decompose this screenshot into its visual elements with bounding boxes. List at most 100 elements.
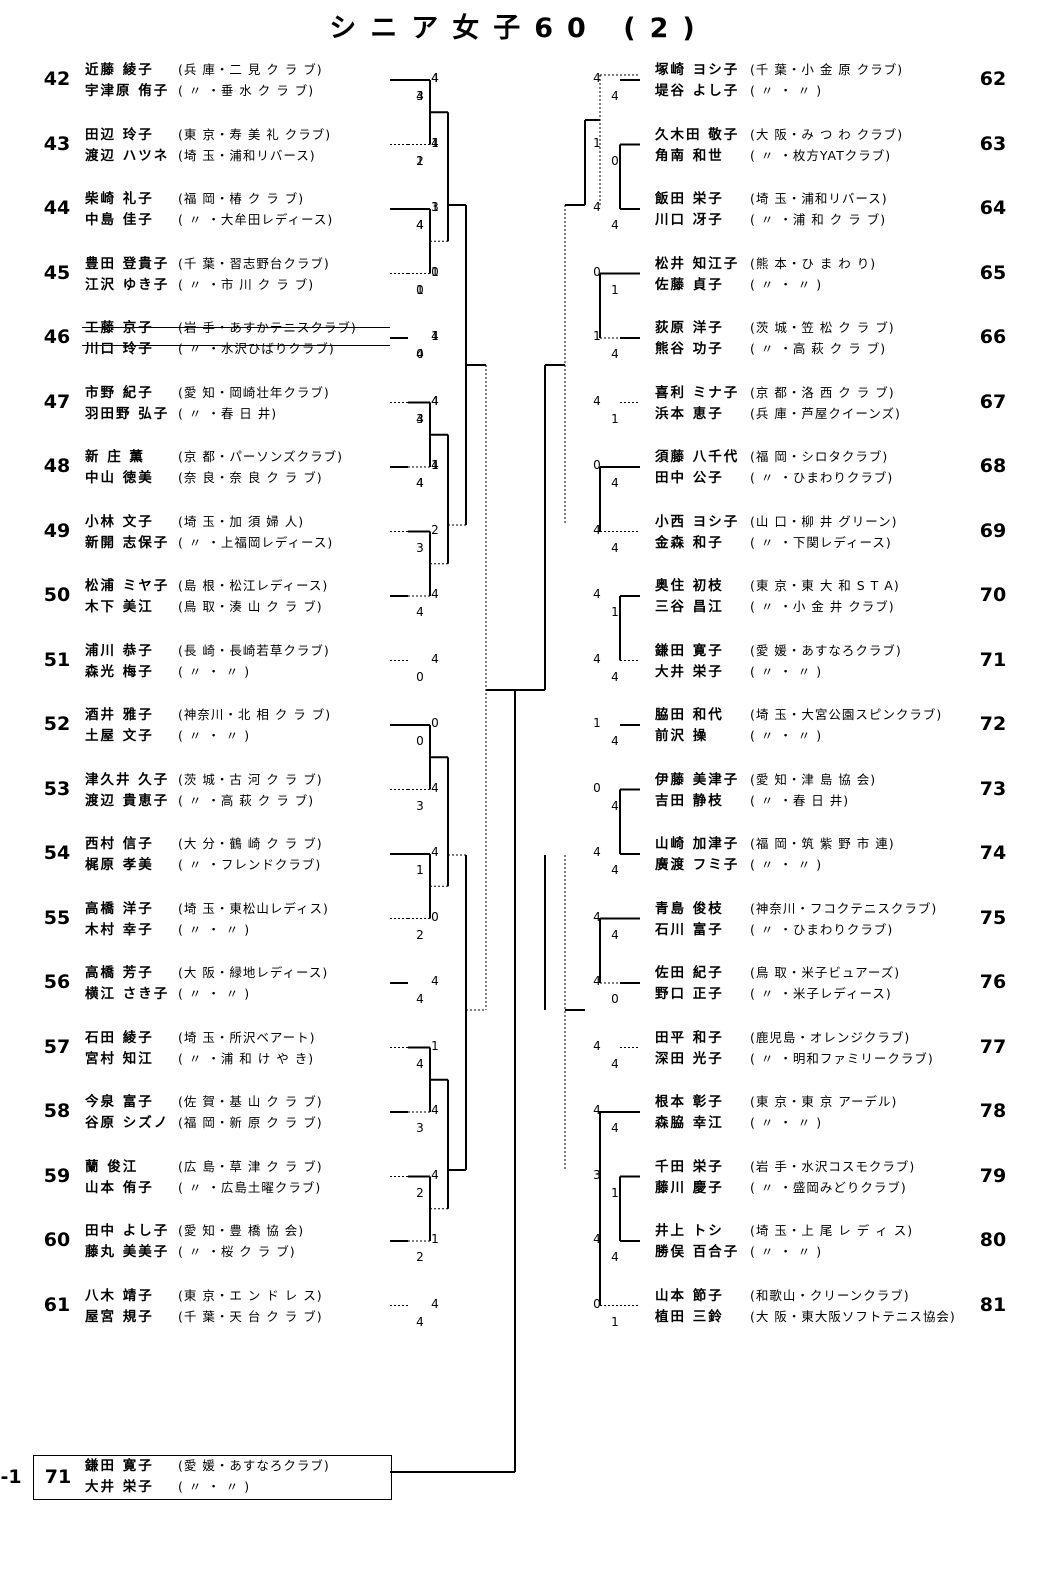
score-label: 2 [416, 1250, 424, 1264]
score-label: 4 [593, 909, 601, 924]
player-name: 横江 さき子 [85, 986, 170, 1002]
score-label: 0 [416, 669, 424, 684]
player-club: (東 京・東 大 和 S T A) [750, 578, 900, 593]
score-label: 0 [593, 458, 601, 472]
entry-number: 59 [43, 1164, 71, 1187]
player-club: (福 岡・筑 紫 野 市 連) [750, 836, 895, 851]
score-label: 4 [431, 393, 439, 408]
player-club: ( 〃 ・浦 和 け や き) [178, 1050, 315, 1066]
player-club: ( 〃 ・ 〃 ) [750, 83, 823, 98]
score-label: 4 [431, 135, 439, 150]
score-label: 4 [611, 89, 619, 103]
score-label: 4 [416, 476, 424, 490]
score-label: 4 [431, 587, 439, 601]
player-club: ( 〃 ・下関レディース) [750, 534, 892, 550]
player-club: (千 葉・小 金 原 クラブ) [750, 62, 904, 77]
player-club: (神奈川・北 相 ク ラ ブ) [178, 707, 332, 722]
player-club: (福 岡・新 原 ク ラ ブ) [178, 1115, 323, 1130]
score-label: 4 [611, 863, 619, 877]
player-name: 喜利 ミナ子 [655, 384, 740, 401]
player-club: (愛 知・津 島 協 会) [750, 771, 877, 787]
score-label: 2 [431, 522, 439, 537]
player-club: (千 葉・習志野台クラブ) [178, 255, 330, 271]
score-label: 1 [431, 1232, 439, 1246]
score-label: 0 [431, 264, 439, 279]
score-label: 0 [593, 264, 601, 279]
player-name: 浜本 恵子 [655, 405, 724, 422]
champion-prefix: -1 [0, 1466, 22, 1488]
champion-name: 鎌田 寛子 [85, 1458, 154, 1474]
entry-number: 76 [979, 971, 1007, 993]
player-name: 西村 信子 [85, 836, 154, 852]
score-label: 1 [431, 458, 439, 472]
player-name: 屋宮 規子 [85, 1308, 154, 1325]
player-name: 蘭 俊江 [85, 1158, 139, 1175]
score-label: 1 [416, 153, 424, 168]
player-name: 熊谷 功子 [655, 341, 724, 357]
score-label: 4 [431, 393, 439, 408]
score-label: 3 [593, 1167, 601, 1182]
entry-number: 60 [43, 1229, 71, 1251]
score-label: 1 [593, 329, 601, 343]
score-label: 4 [431, 651, 439, 666]
player-club: (広 島・草 津 ク ラ ブ) [178, 1158, 323, 1174]
player-name: 井上 トシ [655, 1223, 724, 1239]
entry-number: 48 [43, 455, 71, 477]
entry-number: 47 [43, 390, 71, 413]
player-club: (佐 賀・基 山 ク ラ ブ) [178, 1094, 323, 1109]
player-club: (愛 媛・あすなろクラブ) [750, 642, 902, 658]
score-label: 4 [431, 780, 439, 795]
withdrawn-strike-line [82, 345, 390, 346]
player-name: 佐藤 貞子 [655, 276, 724, 293]
player-name: 中島 佳子 [85, 212, 154, 228]
score-label: 1 [431, 264, 439, 279]
champion-club: ( 〃 ・ 〃 ) [178, 1479, 251, 1494]
player-name: 鎌田 寛子 [655, 642, 724, 659]
entry-number: 53 [43, 777, 71, 800]
player-name: 塚崎 ヨシ子 [655, 62, 740, 78]
player-name: 金森 和子 [655, 534, 724, 551]
champion-name: 大井 栄子 [85, 1479, 154, 1495]
player-name: 梶原 孝美 [85, 857, 154, 873]
player-club: (大 阪・み つ わ クラブ) [750, 126, 904, 142]
player-name: 高橋 洋子 [85, 900, 154, 917]
score-label: 0 [611, 153, 619, 168]
player-club: (愛 知・岡崎壮年クラブ) [178, 384, 330, 400]
score-label: 4 [416, 605, 424, 619]
player-club: (埼 玉・上 尾 レ デ ィ ス) [750, 1223, 914, 1238]
player-name: 藤丸 美美子 [85, 1244, 170, 1260]
score-label: 4 [416, 218, 424, 232]
score-label: 4 [593, 200, 601, 214]
player-name: 宮村 知江 [85, 1050, 154, 1067]
player-name: 今泉 富子 [85, 1094, 154, 1110]
player-name: 堤谷 よし子 [655, 83, 740, 99]
score-label: 3 [416, 540, 424, 555]
player-name: 高橋 芳子 [85, 965, 154, 981]
player-club: (千 葉・天 台 ク ラ ブ) [178, 1308, 323, 1324]
score-label: 4 [431, 1167, 439, 1182]
player-name: 角南 和世 [655, 147, 724, 164]
entry-number: 52 [43, 713, 71, 735]
player-name: 渡辺 貴恵子 [85, 792, 170, 809]
score-label: 4 [593, 71, 601, 85]
player-club: ( 〃 ・浦 和 ク ラ ブ) [750, 212, 887, 227]
player-club: (京 都・パーソンズクラブ) [178, 449, 343, 464]
player-name: 廣渡 フミ子 [655, 857, 740, 873]
player-club: (神奈川・フコクテニスクラブ) [750, 900, 938, 916]
player-club: (茨 城・古 河 ク ラ ブ) [178, 771, 323, 787]
player-name: 柴崎 礼子 [85, 191, 154, 207]
player-club: ( 〃 ・ 〃 ) [178, 728, 251, 743]
entry-number: 73 [979, 777, 1007, 800]
entry-number: 43 [43, 132, 71, 155]
player-name: 石田 綾子 [85, 1029, 154, 1046]
entry-number: 75 [979, 906, 1007, 929]
entry-number: 80 [979, 1229, 1007, 1251]
player-club: (島 根・松江レディース) [178, 578, 329, 593]
player-name: 田中 よし子 [85, 1223, 170, 1239]
score-label: 4 [611, 540, 619, 555]
player-name: 前沢 操 [655, 728, 709, 744]
player-club: (埼 玉・所沢ベアート) [178, 1029, 316, 1045]
score-label: 2 [416, 1185, 424, 1200]
player-club: (埼 玉・東松山レディス) [178, 900, 329, 916]
